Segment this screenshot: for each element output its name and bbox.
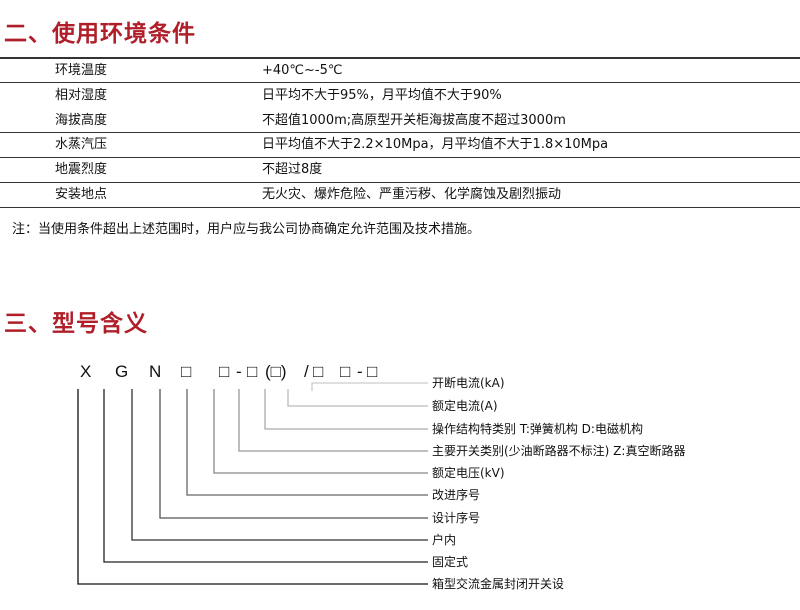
code-g: G	[115, 362, 129, 381]
row-value: +40℃~-5℃	[262, 63, 343, 78]
code-box: □	[340, 362, 351, 381]
label-design-no: 设计序号	[432, 511, 481, 525]
row-value: 日平均值不大于2.2×10Mpa，月平均值不大于1.8×10Mpa	[262, 137, 609, 152]
code-n: N	[149, 362, 162, 381]
row-value: 不超值1000m;高原型开关柜海拔高度不超过3000m	[262, 113, 566, 128]
section-title-model: 三、型号含义	[4, 311, 148, 337]
row-label: 地震烈度	[55, 162, 108, 177]
code-x: X	[80, 362, 92, 381]
label-rated-current: 额定电流(A)	[432, 399, 498, 413]
label-improvement-no: 改进序号	[432, 488, 481, 502]
row-value: 日平均不大于95%，月平均值不大于90%	[262, 88, 502, 103]
code-slash: /	[304, 362, 309, 381]
row-label: 环境温度	[55, 63, 108, 78]
table-divider	[0, 132, 800, 133]
table-divider	[0, 157, 800, 158]
code-dash: -	[236, 362, 242, 381]
row-label: 水蒸汽压	[55, 137, 108, 152]
label-fixed: 固定式	[432, 555, 469, 569]
code-dash: -	[357, 362, 363, 381]
code-box: □	[313, 362, 324, 381]
code-box: □	[181, 362, 192, 381]
section-title-environment: 二、使用环境条件	[4, 21, 196, 47]
label-rated-voltage: 额定电压(kV)	[432, 466, 505, 480]
code-box: □	[247, 362, 258, 381]
label-box-type: 箱型交流金属封闭开关设	[432, 577, 565, 591]
table-divider	[0, 82, 800, 83]
row-value: 无火灾、爆炸危险、严重污秽、化学腐蚀及剧烈振动	[262, 187, 562, 202]
label-breaking-current: 开断电流(kA)	[432, 376, 505, 390]
row-label: 海拔高度	[55, 113, 108, 128]
label-indoor: 户内	[432, 533, 457, 547]
note-text: 注：当使用条件超出上述范围时，用户应与我公司协商确定允许范围及技术措施。	[12, 222, 481, 237]
row-value: 不超过8度	[262, 162, 323, 177]
row-label: 相对湿度	[55, 88, 108, 103]
code-box: □	[367, 362, 378, 381]
label-mechanism-type: 操作结构特类别 T:弹簧机构 D:电磁机构	[432, 422, 643, 436]
row-label: 安装地点	[55, 187, 108, 202]
code-paren-box: (□)	[265, 362, 287, 381]
table-divider	[0, 182, 800, 183]
label-switch-type: 主要开关类别(少油断路器不标注) Z:真空断路器	[432, 444, 686, 458]
table-divider	[0, 207, 800, 208]
code-box: □	[219, 362, 230, 381]
table-divider	[0, 57, 800, 59]
